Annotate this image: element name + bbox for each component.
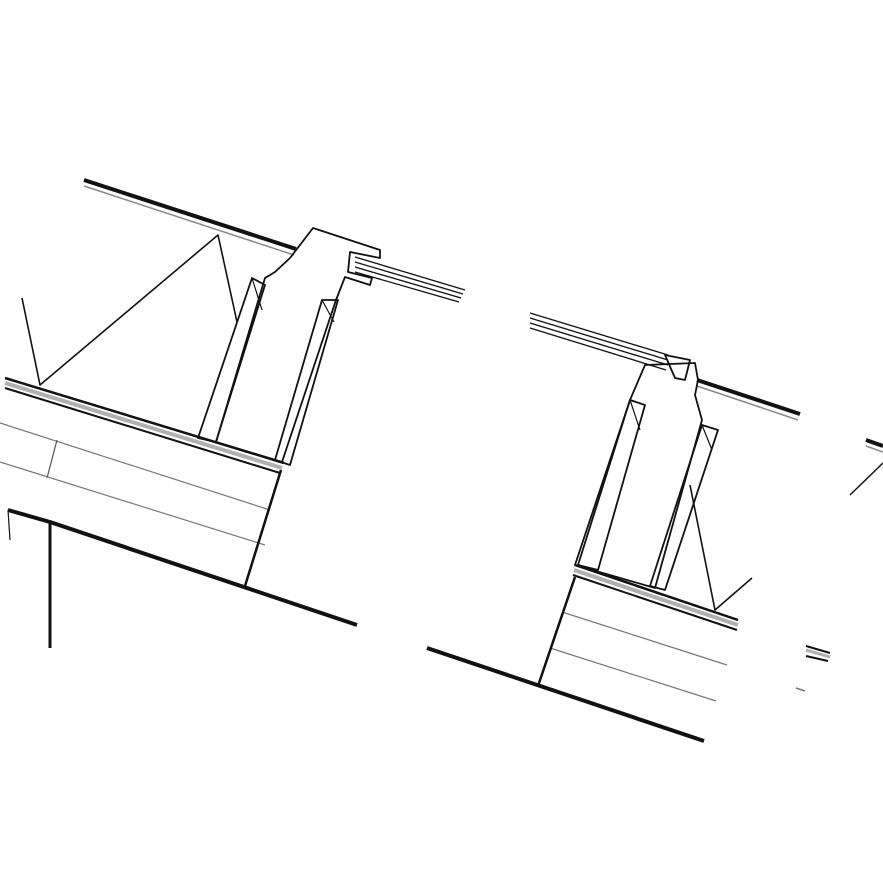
left-batten-inner (274, 299, 339, 466)
edge-membrane-fragment-lower (865, 445, 883, 453)
right-roof-section (426, 312, 801, 743)
left-ceiling-line (7, 508, 358, 627)
left-batten-inner-diagonal (321, 299, 335, 323)
right-section-cut (536, 576, 577, 687)
edge-insulation-fragment (795, 687, 806, 692)
left-batten-diagonal (251, 277, 263, 311)
right-upstand-cap (574, 362, 703, 589)
right-cap-clip (664, 354, 691, 381)
edge-truss-fragment (849, 462, 883, 496)
right-insulation-line-2 (549, 647, 717, 702)
right-roof-deck-top (574, 563, 739, 622)
left-cap-rail-3 (354, 266, 462, 299)
right-truss-web (689, 484, 753, 611)
right-insulation-line (561, 611, 728, 666)
left-top-membrane (83, 178, 297, 251)
left-upstand (197, 227, 466, 466)
right-cap-rail-1 (529, 312, 669, 356)
left-roof-deck-fill (4, 381, 283, 470)
left-wall-stub (7, 509, 11, 541)
right-batten-diagonal (629, 399, 641, 431)
left-truss-web (21, 234, 238, 386)
right-upstand (574, 354, 719, 591)
left-section-cut (243, 469, 283, 587)
right-roof-deck-fill (573, 568, 739, 627)
right-cap-rail-4 (529, 327, 667, 371)
right-roof-deck-bottom (572, 574, 738, 631)
left-cap-rail-4 (354, 271, 460, 303)
left-batten-outer (197, 277, 266, 443)
left-top-membrane-lower (83, 185, 295, 256)
edge-deck-fragment (805, 645, 831, 654)
left-insulation-line (0, 422, 271, 511)
right-top-membrane-lower (696, 385, 799, 421)
right-cap-rail-3 (529, 322, 669, 366)
edge-deck-fragment-bottom (805, 655, 829, 662)
edge-membrane-fragment (865, 438, 883, 448)
left-insulation-line-2 (0, 461, 266, 546)
right-top-membrane (696, 378, 801, 416)
left-roof-section (0, 178, 358, 648)
left-insulation-joint (46, 439, 58, 479)
right-cap-rail-2 (529, 317, 669, 361)
edge-deck-fragment-fill (805, 648, 831, 659)
left-cap-rail-1 (354, 256, 466, 291)
right-edge-fragments (795, 438, 883, 692)
right-batten-outer (577, 399, 646, 571)
left-roof-deck-bottom (4, 387, 281, 474)
right-ceiling-line (426, 646, 705, 743)
right-batten-inner (649, 424, 719, 591)
left-cap-rail-2 (354, 261, 464, 295)
right-batten-inner-diagonal (701, 424, 713, 451)
left-upstand-cap (215, 227, 381, 463)
